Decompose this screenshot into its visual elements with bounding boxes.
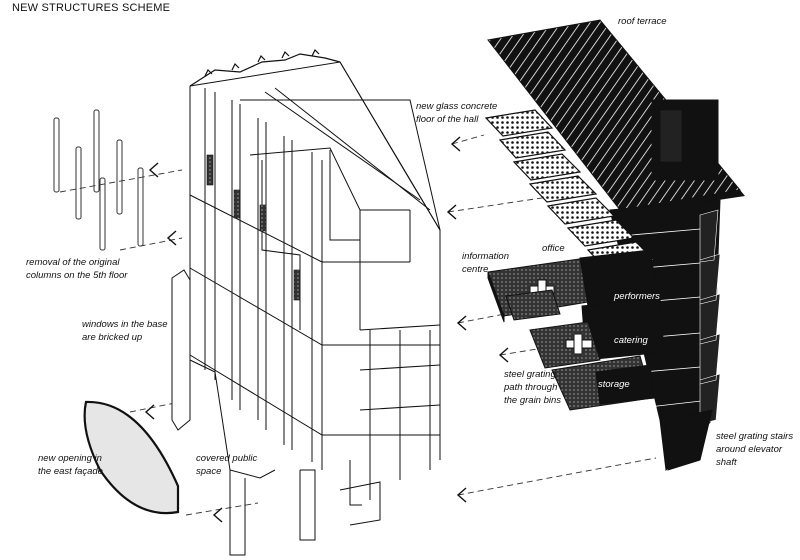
label-roof-terrace: roof terrace [618,16,667,27]
label-glass-floor: new glass concrete floor of the hall [416,101,498,125]
removed-columns [53,109,144,251]
base-wall [171,269,191,431]
label-information-centre: information centre [462,251,509,275]
grain-bin-building [189,48,441,556]
steel-path-tile [505,289,561,321]
label-office: office [542,243,565,254]
arrow-heads [144,136,509,523]
label-covered-space: covered public space [196,453,258,477]
diagram-title: NEW STRUCTURES SCHEME [12,2,171,14]
new-opening-panel [83,400,180,515]
label-storage: storage [598,379,630,390]
label-stairs: steel grating stairs around elevator sha… [716,431,794,468]
label-catering: catering [614,335,648,346]
program-boxes [529,249,665,411]
label-performers: performers [614,291,660,302]
label-windows-bricked: windows in the base are bricked up [82,319,168,343]
bricked-windows [206,154,301,301]
label-columns-removal: removal of the original columns on the 5… [26,257,128,281]
label-steel-path: steel grating path through the grain bin… [504,369,562,406]
label-new-opening: new opening in the east façade [38,453,103,477]
